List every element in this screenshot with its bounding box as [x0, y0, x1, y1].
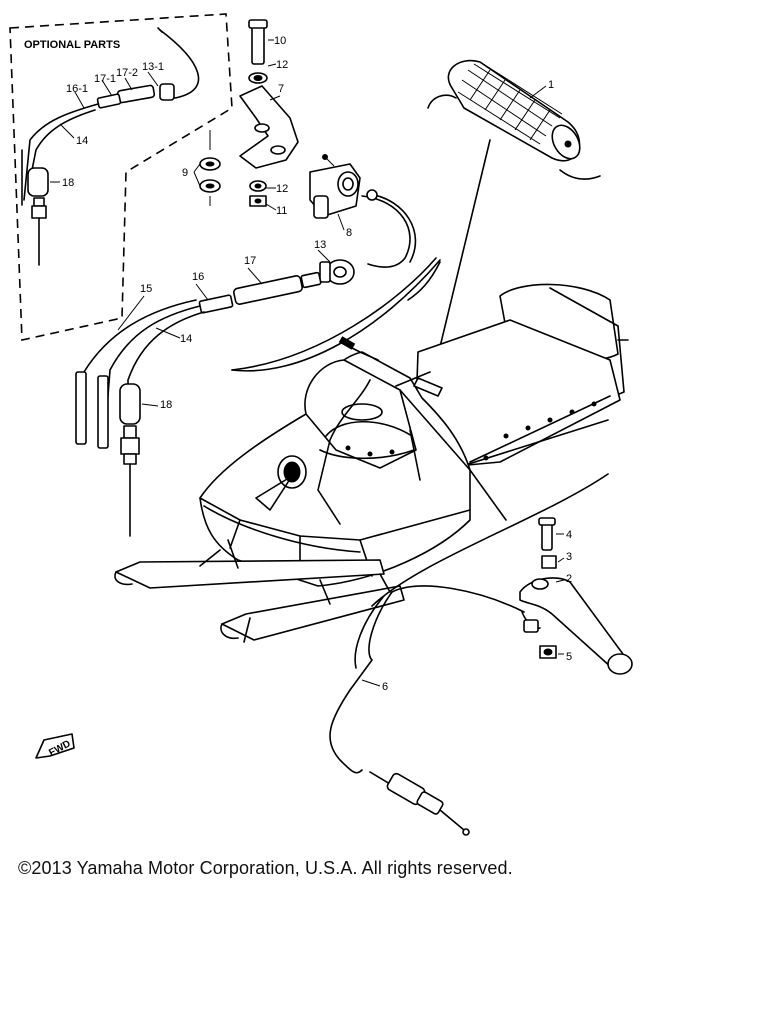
- copyright-notice: ©2013 Yamaha Motor Corporation, U.S.A. A…: [18, 858, 513, 878]
- callout-3: 3: [566, 551, 572, 563]
- callout-11: 11: [276, 205, 287, 217]
- handlebar-bracket-group: 10 12 7 9 12 11: [182, 19, 299, 217]
- callout-13-1: 13-1: [142, 61, 164, 73]
- callout-12-top: 12: [276, 59, 288, 71]
- callout-14: 14: [180, 333, 192, 345]
- divider-line: [231, 259, 441, 372]
- callout-4: 4: [566, 529, 572, 541]
- brake-cable-group: 6: [329, 585, 525, 836]
- callout-10: 10: [274, 35, 286, 47]
- brake-lever-group: 4 3 2 5: [519, 517, 633, 675]
- fwd-arrow: FWD: [35, 733, 75, 759]
- callout-2: 2: [566, 573, 572, 585]
- callout-12-lower: 12: [276, 183, 288, 195]
- callout-16: 16: [192, 271, 204, 283]
- callout-5: 5: [566, 651, 572, 663]
- callout-16-1: 16-1: [66, 83, 88, 95]
- callout-15: 15: [140, 283, 152, 295]
- callout-13: 13: [314, 239, 326, 251]
- callout-17: 17: [244, 255, 256, 267]
- throttle-cable-group: 13 17 16 15 14 18: [75, 239, 441, 537]
- callout-opt-18: 18: [62, 177, 74, 189]
- throttle-housing-group: 8: [309, 154, 417, 268]
- callout-opt-14: 14: [76, 135, 88, 147]
- divider-line-right: [371, 473, 609, 607]
- callout-8: 8: [346, 227, 352, 239]
- callout-6: 6: [382, 681, 388, 693]
- parts-diagram: OPTIONAL PARTS 13-1 17-2 17-1 16-1 14 18…: [9, 13, 633, 836]
- callout-9: 9: [182, 167, 188, 179]
- callout-7: 7: [278, 83, 284, 95]
- callout-18: 18: [160, 399, 172, 411]
- optional-parts-title: OPTIONAL PARTS: [24, 39, 120, 51]
- optional-parts-box: OPTIONAL PARTS 13-1 17-2 17-1 16-1 14 18: [9, 13, 233, 341]
- callout-17-1: 17-1: [94, 73, 116, 85]
- callout-17-2: 17-2: [116, 67, 138, 79]
- snowmobile-body: [114, 283, 629, 643]
- callout-1: 1: [548, 79, 554, 91]
- handle-grip: 1: [427, 59, 601, 381]
